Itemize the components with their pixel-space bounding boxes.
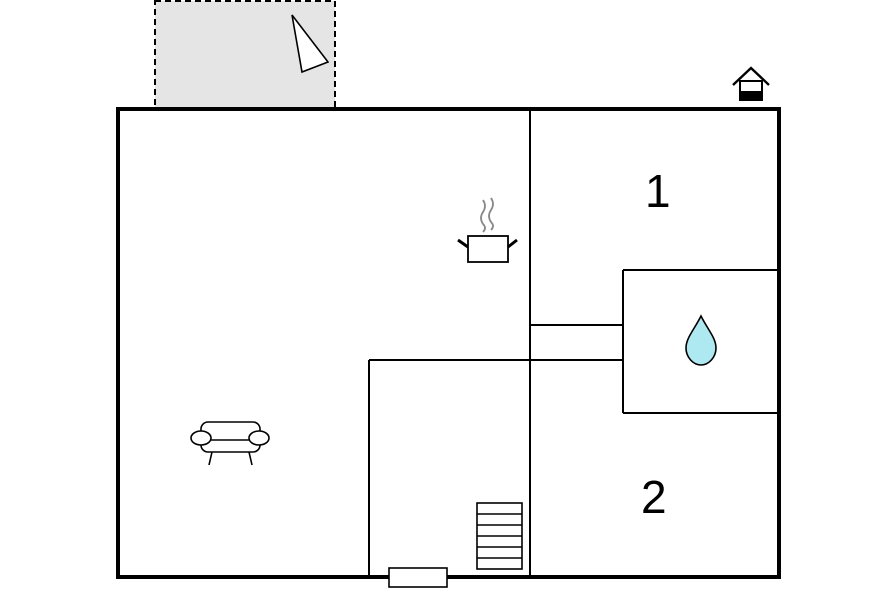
house-level-icon (732, 66, 770, 101)
stairs-icon (476, 502, 523, 570)
terrace-compass-icon (291, 14, 330, 74)
cooking-pot-icon (457, 197, 518, 263)
room-number-1: 1 (645, 165, 671, 217)
sofa-icon (190, 421, 270, 466)
room-number-2: 2 (641, 471, 667, 523)
outer-walls (116, 107, 781, 579)
water-drop-icon (685, 314, 717, 366)
entrance-door-icon (388, 567, 448, 588)
interior-walls (368, 109, 779, 577)
